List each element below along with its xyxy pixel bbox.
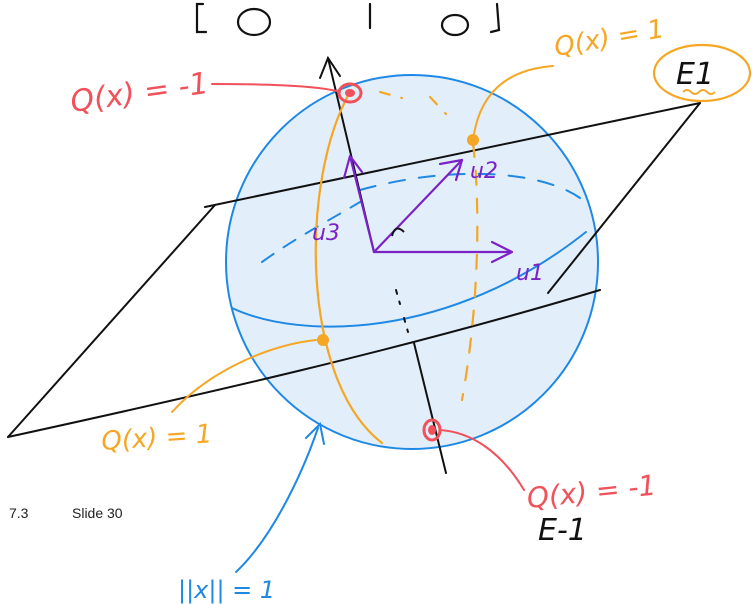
label-e1: E1 (676, 57, 714, 92)
unit-sphere (225, 74, 599, 450)
point-top-red (337, 82, 363, 104)
matrix-bracket-fragment (195, 2, 501, 37)
label-q-neg1-bottom: Q(x) = -1 (525, 469, 657, 515)
e1-circle (652, 43, 752, 103)
section-number: 7.3 (9, 505, 29, 521)
e1-underline (682, 89, 716, 95)
label-q-pos1-top: Q(x) = 1 (552, 14, 667, 63)
label-q-neg1-top: Q(x) = -1 (68, 66, 210, 120)
label-u2: u2 (470, 159, 498, 184)
sphere-points (317, 82, 479, 442)
label-q-pos1-bottom: Q(x) = 1 (100, 419, 213, 457)
point-upper-orange (467, 134, 479, 146)
label-u1: u1 (516, 261, 544, 286)
slide-footer: 7.3 Slide 30 (9, 505, 123, 521)
orange-meridian (314, 90, 479, 445)
sphere-equator (231, 172, 587, 328)
slide-number: Slide 30 (72, 505, 123, 521)
angle-mark (391, 227, 405, 237)
label-u3: u3 (312, 221, 340, 246)
point-lower-orange (317, 334, 329, 346)
eigenvectors (342, 154, 514, 264)
label-e-neg1: E-1 (538, 513, 587, 548)
eigenspace-plane (7, 102, 701, 438)
callout-lines (171, 65, 554, 573)
label-norm: ||x|| = 1 (178, 576, 275, 604)
